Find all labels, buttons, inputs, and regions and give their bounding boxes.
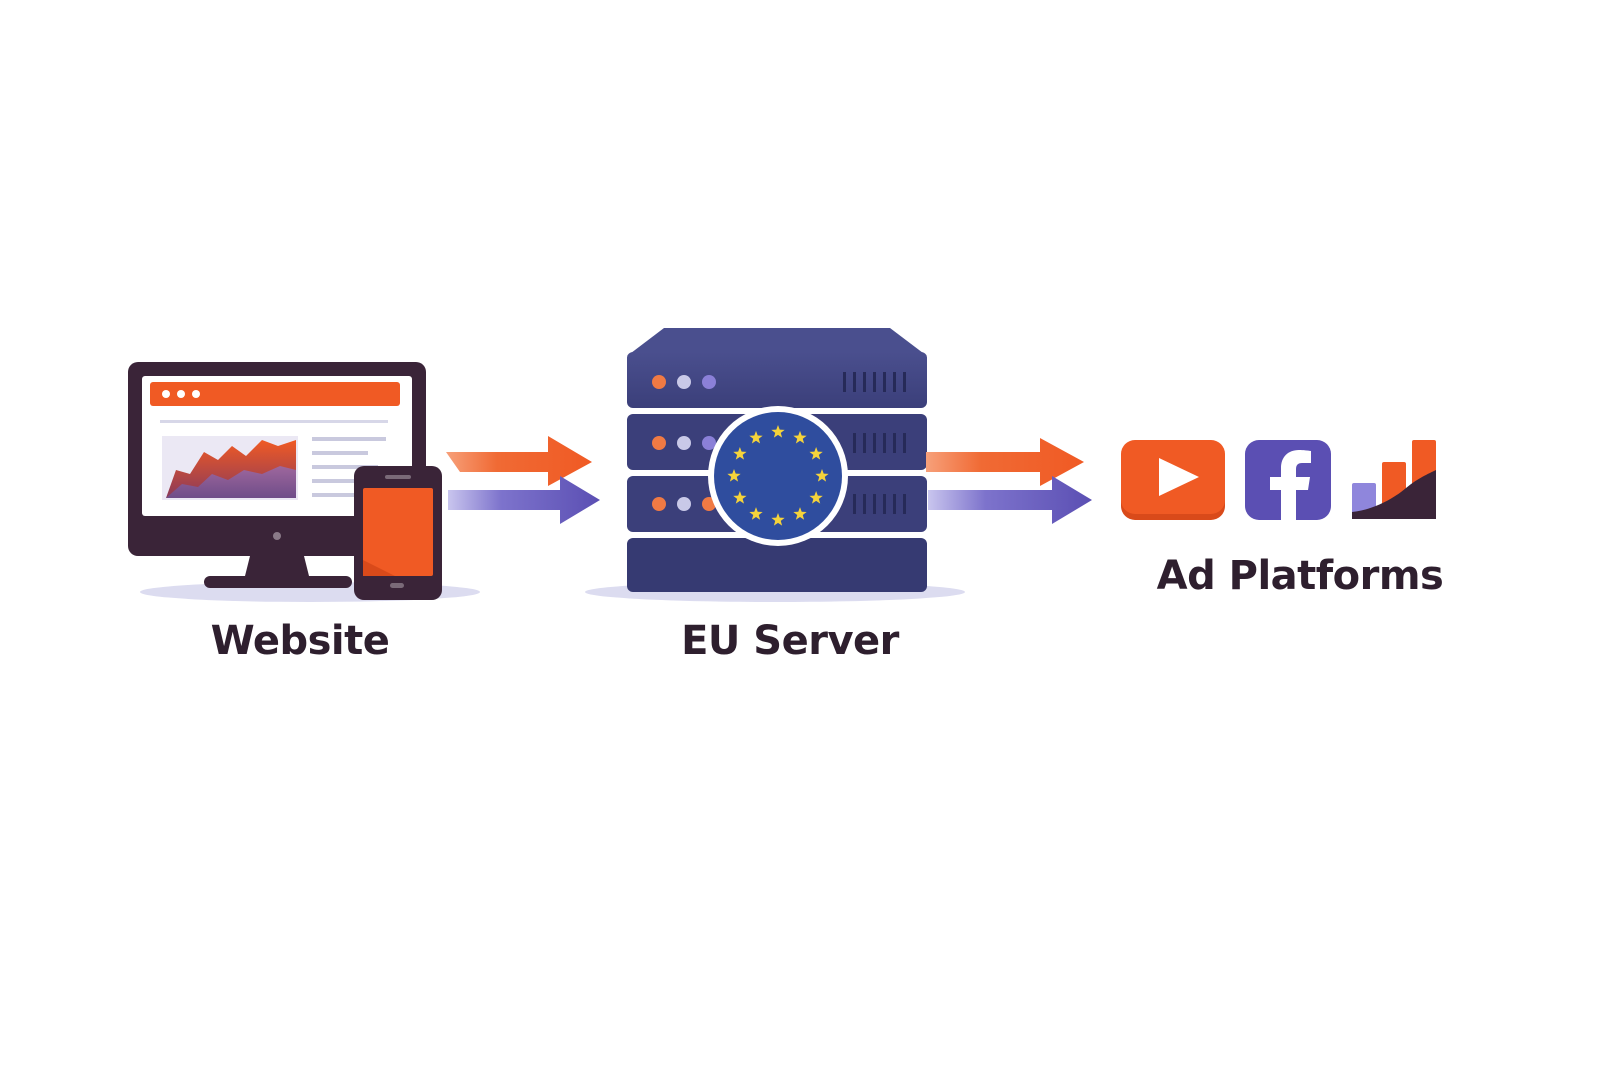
eu-star-icon [815, 469, 829, 482]
eu-star-icon [733, 447, 747, 460]
facebook-icon [1245, 440, 1331, 520]
server-rack-icon [627, 328, 927, 592]
server-group [585, 328, 965, 602]
youtube-icon [1121, 440, 1225, 520]
eu-star-icon [733, 491, 747, 504]
eu-star-icon [771, 513, 785, 526]
arrow-right-icon [926, 438, 1084, 486]
desktop-monitor-icon [128, 362, 426, 588]
ad-platforms-group [1121, 440, 1436, 520]
ad-platforms-label: Ad Platforms [1156, 553, 1444, 599]
arrow-right-icon [446, 436, 592, 486]
eu-star-icon [809, 491, 823, 504]
eu-star-icon [749, 507, 763, 520]
flow-arrows-website-to-server [446, 436, 600, 524]
eu-star-icon [749, 430, 763, 444]
eu-server-label: EU Server [681, 618, 899, 664]
eu-stars [727, 425, 829, 526]
bar-chart-icon [1352, 440, 1436, 519]
arrow-right-icon [448, 476, 600, 524]
eu-star-icon [727, 469, 741, 482]
website-group [128, 362, 480, 602]
flow-arrows-server-to-ads [926, 438, 1092, 524]
eu-star-icon [771, 425, 785, 438]
website-label: Website [210, 618, 390, 664]
eu-star-icon [793, 430, 807, 444]
smartphone-icon [354, 466, 442, 600]
eu-flag-icon [708, 406, 848, 546]
eu-star-icon [793, 507, 807, 520]
eu-star-icon [809, 447, 823, 460]
arrow-right-icon [928, 476, 1092, 524]
